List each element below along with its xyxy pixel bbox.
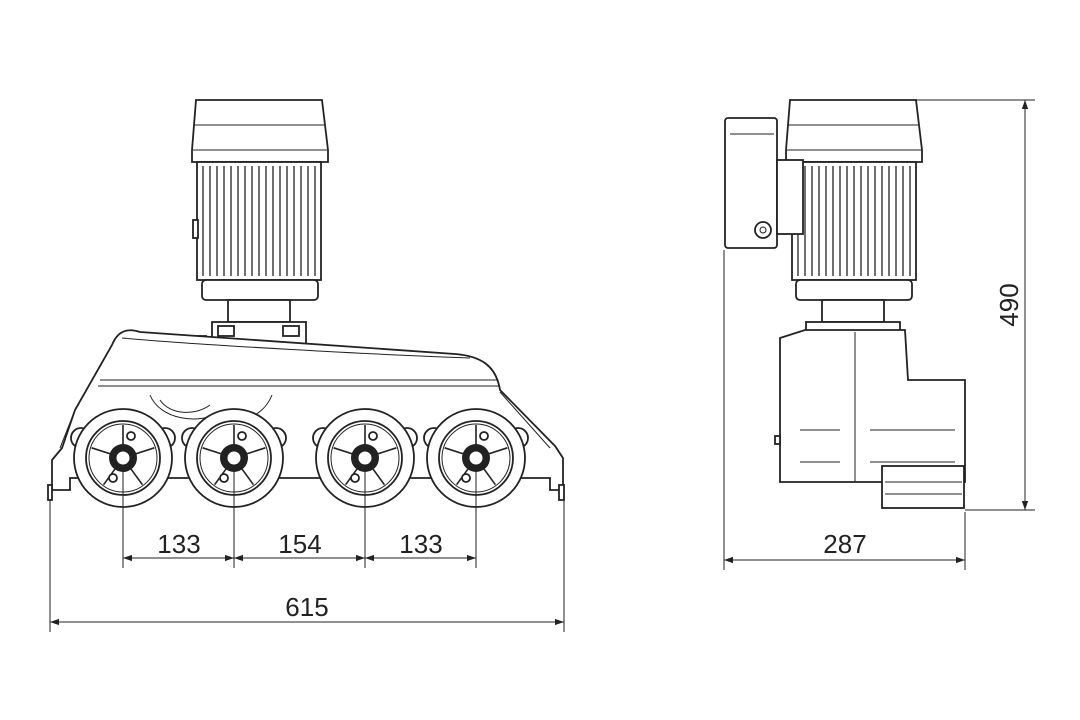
- dim-pitch-left: 133: [157, 529, 200, 559]
- dimension-labels: 133 154 133 615 287 490: [157, 283, 1024, 622]
- front-view: [47, 99, 565, 508]
- side-gearbox-body: [779, 329, 966, 483]
- dim-total-height: 490: [994, 283, 1024, 326]
- feed-rollers: [70, 408, 529, 508]
- dim-total-width: 615: [285, 592, 328, 622]
- motor-fan-cover: [191, 99, 329, 163]
- motor-neck: [227, 299, 291, 323]
- terminal-adapter: [776, 159, 804, 235]
- motor-flange: [201, 279, 319, 301]
- side-gearbox: [774, 329, 966, 509]
- dim-side-depth: 287: [823, 529, 866, 559]
- motor-terminal: [192, 219, 199, 239]
- dimension-lines: [49, 99, 1035, 632]
- roller-1: [70, 408, 176, 508]
- side-motor: [724, 99, 923, 333]
- side-motor-cooling-fins: [797, 166, 911, 276]
- roller-2: [181, 408, 287, 508]
- roller-4: [423, 408, 529, 508]
- dim-pitch-middle: 154: [278, 529, 321, 559]
- cable-gland: [754, 221, 772, 239]
- front-motor: [185, 99, 329, 345]
- motor-cooling-fins: [202, 166, 316, 276]
- roller-3: [312, 408, 418, 508]
- side-roller-housing: [881, 465, 965, 509]
- dim-pitch-right: 133: [399, 529, 442, 559]
- side-motor-fan-cover: [785, 99, 923, 163]
- side-view: [724, 99, 966, 509]
